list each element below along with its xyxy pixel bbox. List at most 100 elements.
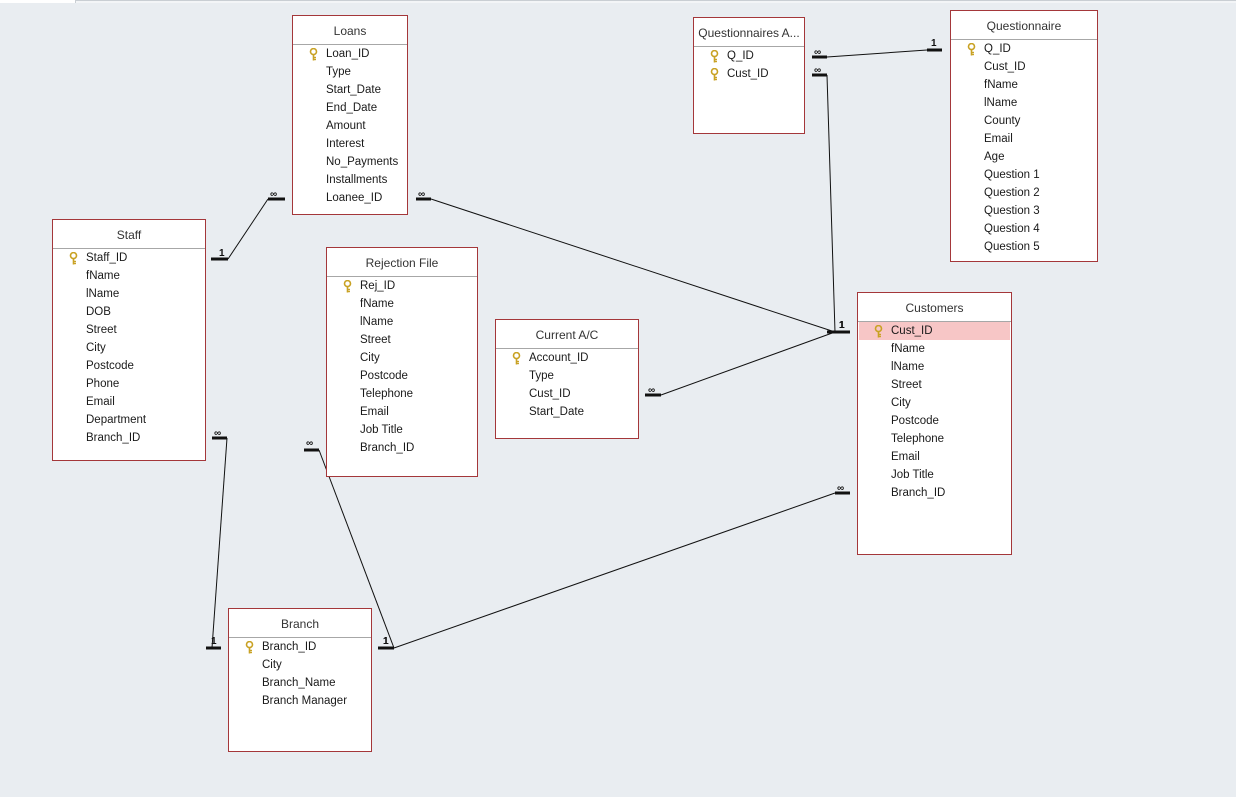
field-row[interactable]: Branch Manager (230, 692, 370, 710)
field-row[interactable]: Street (859, 376, 1010, 394)
field-name: No_Payments (326, 156, 399, 168)
relationship-branch-staff[interactable]: 1∞ (206, 428, 228, 650)
field-row[interactable]: Telephone (328, 385, 476, 403)
field-row[interactable]: fName (952, 76, 1096, 94)
field-row[interactable]: fName (54, 267, 204, 285)
field-row[interactable]: County (952, 112, 1096, 130)
field-row[interactable]: Phone (54, 375, 204, 393)
table-title[interactable]: Loans (293, 16, 407, 45)
field-row[interactable]: Department (54, 411, 204, 429)
field-row[interactable]: City (230, 656, 370, 674)
relationship-branch-customers[interactable]: 1∞ (378, 483, 850, 650)
table-title[interactable]: Branch (229, 609, 371, 638)
field-name: County (984, 115, 1021, 127)
relationship-customers-questionnaires_a[interactable]: 1∞ (812, 65, 845, 334)
field-row[interactable]: Cust_ID (695, 65, 803, 83)
field-name: Branch_ID (86, 432, 141, 444)
table-title[interactable]: Questionnaire (951, 11, 1097, 40)
field-row[interactable]: Branch_ID (230, 638, 370, 656)
field-row[interactable]: Branch_ID (54, 429, 204, 447)
field-row[interactable]: Loanee_ID (294, 189, 406, 207)
field-row[interactable]: Job Title (328, 421, 476, 439)
table-title[interactable]: Questionnaires A... (694, 18, 804, 47)
field-row[interactable]: Cust_ID (497, 385, 637, 403)
relationship-staff-loans[interactable]: 1∞ (211, 189, 285, 261)
field-row[interactable]: City (328, 349, 476, 367)
relationship-customers-loans[interactable]: 1∞ (416, 189, 850, 334)
field-row[interactable]: Question 2 (952, 184, 1096, 202)
field-row[interactable]: No_Payments (294, 153, 406, 171)
field-row[interactable]: Cust_ID (952, 58, 1096, 76)
field-row[interactable]: Q_ID (952, 40, 1096, 58)
field-row[interactable]: Email (952, 130, 1096, 148)
field-row[interactable]: Branch_ID (859, 484, 1010, 502)
field-row[interactable]: lName (952, 94, 1096, 112)
field-row[interactable]: Type (497, 367, 637, 385)
field-name: lName (984, 97, 1018, 109)
field-row[interactable]: Q_ID (695, 47, 803, 65)
field-row[interactable]: Type (294, 63, 406, 81)
field-row[interactable]: Email (859, 448, 1010, 466)
field-name: Street (86, 324, 117, 336)
field-name: Branch Manager (262, 695, 348, 707)
field-row[interactable]: Staff_ID (54, 249, 204, 267)
field-name: Job Title (891, 469, 934, 481)
field-row[interactable]: Street (328, 331, 476, 349)
field-row[interactable]: Cust_ID (859, 322, 1010, 340)
field-row[interactable]: Rej_ID (328, 277, 476, 295)
field-name: Telephone (360, 388, 414, 400)
field-row[interactable]: Loan_ID (294, 45, 406, 63)
field-row[interactable]: lName (54, 285, 204, 303)
field-row[interactable]: Question 5 (952, 238, 1096, 256)
field-row[interactable]: lName (328, 313, 476, 331)
field-row[interactable]: Branch_Name (230, 674, 370, 692)
field-name: Q_ID (984, 43, 1011, 55)
field-row[interactable]: Job Title (859, 466, 1010, 484)
field-row[interactable]: End_Date (294, 99, 406, 117)
field-row[interactable]: Postcode (859, 412, 1010, 430)
field-row[interactable]: Question 4 (952, 220, 1096, 238)
field-row[interactable]: Age (952, 148, 1096, 166)
field-row[interactable]: Telephone (859, 430, 1010, 448)
field-row[interactable]: Interest (294, 135, 406, 153)
field-row[interactable]: fName (859, 340, 1010, 358)
field-row[interactable]: City (859, 394, 1010, 412)
field-row[interactable]: Postcode (328, 367, 476, 385)
field-row[interactable]: Start_Date (497, 403, 637, 421)
table-title[interactable]: Rejection File (327, 248, 477, 277)
field-name: Amount (326, 120, 366, 132)
field-row[interactable]: Postcode (54, 357, 204, 375)
field-row[interactable]: Question 3 (952, 202, 1096, 220)
field-row[interactable]: Account_ID (497, 349, 637, 367)
field-row[interactable]: lName (859, 358, 1010, 376)
field-row[interactable]: Question 1 (952, 166, 1096, 184)
table-title[interactable]: Customers (858, 293, 1011, 322)
field-name: Rej_ID (360, 280, 396, 292)
relationship-questionnaire-questionnaires_a[interactable]: 1∞ (812, 38, 942, 59)
field-name: Street (360, 334, 391, 346)
field-row[interactable]: Branch_ID (328, 439, 476, 457)
field-name: City (262, 659, 282, 671)
relationship-customers-current_ac[interactable]: 1∞ (645, 320, 850, 397)
field-row[interactable]: Amount (294, 117, 406, 135)
field-row[interactable]: Email (328, 403, 476, 421)
field-row[interactable]: fName (328, 295, 476, 313)
field-row[interactable]: Installments (294, 171, 406, 189)
field-row[interactable]: DOB (54, 303, 204, 321)
primary-key-icon (343, 280, 352, 293)
table-title[interactable]: Staff (53, 220, 205, 249)
field-row[interactable]: Start_Date (294, 81, 406, 99)
field-row[interactable]: Email (54, 393, 204, 411)
field-row[interactable]: Street (54, 321, 204, 339)
table-title[interactable]: Current A/C (496, 320, 638, 349)
primary-key-icon (309, 48, 318, 61)
field-row[interactable]: City (54, 339, 204, 357)
